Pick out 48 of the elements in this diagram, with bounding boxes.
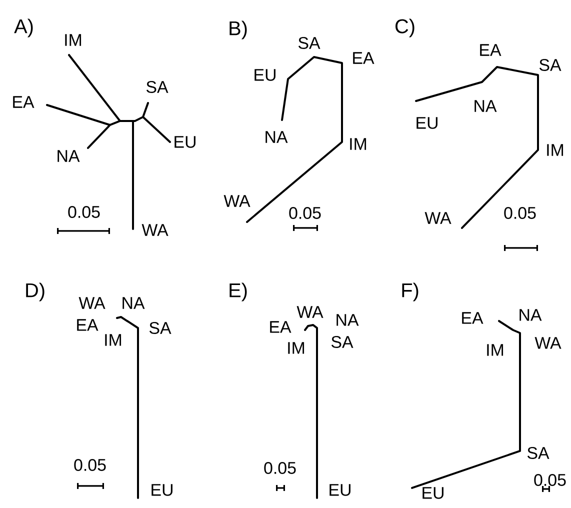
scale-label: 0.05	[68, 206, 100, 218]
taxon-label: EA	[353, 52, 374, 64]
taxon-label: EA	[77, 319, 98, 331]
taxon-label: EU	[422, 487, 444, 499]
taxon-label: IM	[547, 144, 564, 156]
taxon-label: EA	[13, 96, 34, 108]
taxon-label: WA	[142, 224, 168, 236]
taxon-label: SA	[539, 59, 562, 71]
taxon-label: SA	[527, 446, 550, 459]
scale-label: 0.05	[504, 207, 536, 219]
taxon-label: NA	[122, 297, 145, 309]
taxon-label: SA	[146, 81, 168, 93]
panel-label: E)	[230, 282, 247, 302]
panel-label: A)	[14, 18, 33, 38]
panel-label: C)	[396, 18, 414, 38]
taxon-label: EU	[152, 484, 172, 496]
taxon-label: SA	[298, 37, 320, 49]
scale-label: 0.05	[289, 207, 321, 219]
panel-label: D)	[26, 282, 44, 302]
taxon-label: WA	[424, 212, 452, 224]
taxon-label: EA	[270, 321, 292, 333]
scale-label: 0.05	[74, 458, 106, 471]
taxon-label: IM	[288, 342, 304, 354]
panel-label: B)	[230, 20, 247, 40]
taxon-label: SA	[149, 322, 172, 334]
taxon-label: WA	[534, 337, 562, 349]
taxon-label: NA	[336, 314, 359, 326]
taxon-label: SA	[331, 336, 354, 348]
taxon-label: IM	[350, 138, 366, 150]
taxon-label: IM	[65, 34, 82, 46]
taxon-label: NA	[58, 150, 80, 162]
taxon-label: EU	[254, 69, 276, 81]
scale-label: 0.05	[534, 474, 566, 486]
taxon-label: EA	[462, 312, 484, 324]
taxon-label: WA	[296, 306, 324, 318]
taxon-label: EU	[174, 136, 196, 148]
panel-label: F)	[402, 282, 418, 302]
scale-label: 0.05	[264, 462, 296, 474]
taxon-label: IM	[105, 334, 122, 346]
taxon-label: WA	[78, 297, 106, 309]
taxon-label: NA	[266, 131, 288, 143]
taxon-label: IM	[487, 344, 504, 356]
taxon-label: EU	[416, 117, 438, 129]
taxon-label: NA	[474, 100, 497, 112]
taxon-label: EA	[480, 44, 502, 56]
taxon-label: NA	[520, 309, 542, 321]
taxon-label: WA	[224, 195, 250, 207]
taxon-label: EU	[330, 484, 350, 496]
